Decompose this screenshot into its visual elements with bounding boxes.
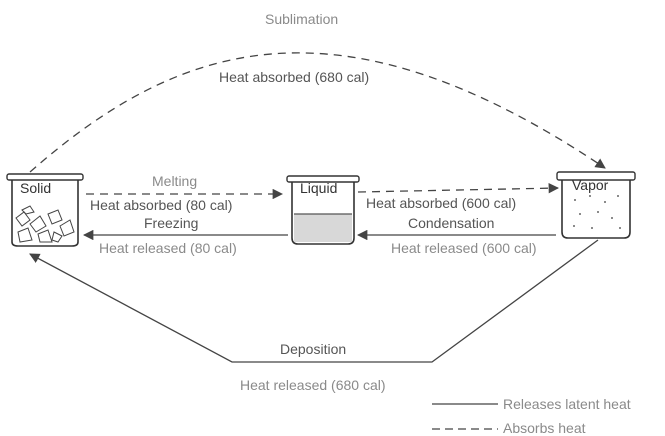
melting-label: Melting — [152, 173, 197, 189]
condensation-heat-label: Heat released (600 cal) — [391, 240, 537, 256]
freezing-heat-label: Heat released (80 cal) — [99, 240, 237, 256]
deposition-label: Deposition — [280, 341, 346, 357]
legend-dashed-label: Absorbs heat — [503, 420, 586, 436]
vapor-particles — [573, 195, 621, 229]
vapor-container — [556, 171, 636, 239]
legend-solid-label: Releases latent heat — [503, 396, 631, 412]
freezing-label: Freezing — [144, 215, 198, 231]
sublimation-heat-label: Heat absorbed (680 cal) — [219, 69, 369, 85]
solid-container — [6, 173, 84, 247]
liquid-container — [286, 175, 360, 245]
evaporation-heat-label: Heat absorbed (600 cal) — [366, 195, 516, 211]
solid-label: Solid — [20, 180, 51, 196]
sublimation-arrow — [29, 52, 606, 173]
legend: Releases latent heat Absorbs heat — [432, 396, 631, 436]
deposition-arrow — [29, 239, 599, 363]
liquid-fill — [294, 214, 352, 242]
vapor-label: Vapor — [572, 177, 609, 193]
sublimation-label: Sublimation — [265, 11, 338, 27]
condensation-label: Condensation — [408, 215, 494, 231]
liquid-label: Liquid — [300, 180, 337, 196]
evaporation-arrow — [357, 182, 560, 194]
ice-chunks — [15, 205, 75, 243]
deposition-heat-label: Heat released (680 cal) — [240, 377, 386, 393]
melting-heat-label: Heat absorbed (80 cal) — [90, 197, 232, 213]
